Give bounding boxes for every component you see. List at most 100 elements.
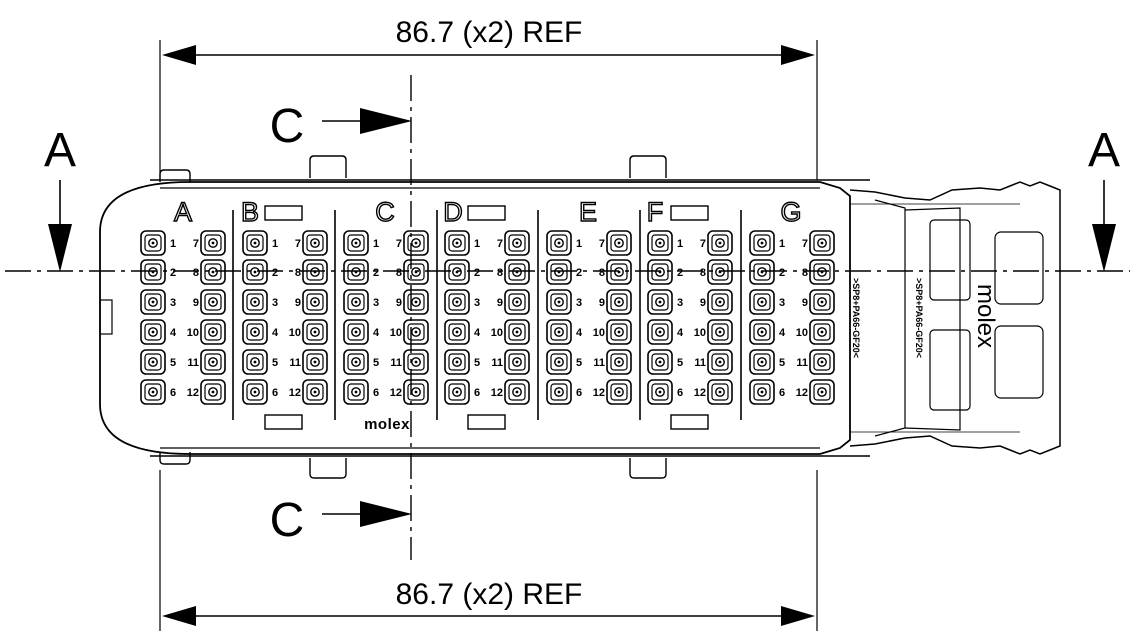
- bank-label-b: B: [241, 197, 259, 227]
- contact-cavity: [302, 259, 328, 285]
- contact-cavity: [606, 289, 632, 315]
- logo-latch: molex: [972, 284, 999, 348]
- bank-dividers: [232, 210, 742, 420]
- contact-cavity: [444, 379, 470, 405]
- contact-cavity: [200, 230, 226, 256]
- contact-cavity: [647, 349, 673, 375]
- cavity-number: 9: [599, 297, 605, 309]
- contact-cavity: [809, 289, 835, 315]
- contact-cavity: [200, 349, 226, 375]
- contact-cavity: [504, 289, 530, 315]
- section-marker-c-bottom: C: [270, 494, 412, 547]
- cavity-number: 5: [170, 357, 176, 369]
- contact-cavity: [343, 319, 369, 345]
- section-arrow-a-right: [1092, 224, 1116, 272]
- cavity-number: 1: [677, 238, 683, 250]
- contact-cavity: [444, 259, 470, 285]
- cavity-number: 8: [295, 267, 301, 279]
- contact-cavity: [707, 230, 733, 256]
- logo-face: molex: [364, 416, 410, 433]
- contact-cavity: [546, 230, 572, 256]
- contact-cavity: [242, 289, 268, 315]
- bank-label-e: E: [579, 197, 597, 227]
- contact-cavity: [749, 379, 775, 405]
- cavity-number: 3: [373, 297, 379, 309]
- cavity-number: 4: [373, 327, 380, 339]
- contact-cavity: [809, 319, 835, 345]
- contact-cavity: [343, 289, 369, 315]
- cavity-number: 2: [779, 267, 785, 279]
- cavity-number: 3: [170, 297, 176, 309]
- dimension-arrow-right: [781, 45, 815, 65]
- contact-cavity: [707, 259, 733, 285]
- bank-label-g: G: [780, 197, 801, 227]
- cavity-number: 7: [700, 238, 706, 250]
- cavity-number: 11: [491, 357, 503, 369]
- cavity-number: 3: [677, 297, 683, 309]
- contact-cavity: [546, 289, 572, 315]
- cavity-number: 1: [576, 238, 582, 250]
- contact-cavity: [606, 349, 632, 375]
- material-marking-2: >SP8+PA66-GF20<: [914, 278, 924, 358]
- contact-cavity: [403, 319, 429, 345]
- contact-cavity: [200, 379, 226, 405]
- contact-cavity: [504, 230, 530, 256]
- contact-cavity: [504, 259, 530, 285]
- cavity-number: 1: [779, 238, 785, 250]
- cavity-number: 5: [474, 357, 480, 369]
- contact-cavity: [444, 319, 470, 345]
- contact-cavity: [707, 379, 733, 405]
- contact-cavity: [707, 349, 733, 375]
- cavity-number: 10: [289, 327, 301, 339]
- contact-cavity: [242, 259, 268, 285]
- cavity-number: 12: [593, 387, 605, 399]
- contact-cavity: [343, 349, 369, 375]
- cavity-number: 10: [187, 327, 199, 339]
- contact-cavity: [546, 349, 572, 375]
- contact-cavity: [504, 379, 530, 405]
- release-lever: [849, 181, 1061, 455]
- cavity-number: 7: [396, 238, 402, 250]
- contact-cavity: [504, 319, 530, 345]
- bottom-dimension: 86.7 (x2) REF: [159, 470, 818, 631]
- cavity-number: 2: [272, 267, 278, 279]
- cavity-number: 11: [593, 357, 605, 369]
- contact-cavity: [403, 379, 429, 405]
- contact-cavity: [606, 319, 632, 345]
- contact-cavity: [647, 319, 673, 345]
- cavity-number: 6: [779, 387, 785, 399]
- contact-cavity: [546, 319, 572, 345]
- contact-cavity: [200, 319, 226, 345]
- cavity-number: 6: [170, 387, 176, 399]
- cavity-number: 11: [796, 357, 808, 369]
- cavity-number: 7: [295, 238, 301, 250]
- cavity-number: 2: [677, 267, 683, 279]
- contact-cavity: [343, 379, 369, 405]
- cavity-number: 9: [193, 297, 199, 309]
- cavity-number: 11: [289, 357, 301, 369]
- bank-label-d: D: [443, 197, 463, 227]
- contact-cavity: [403, 289, 429, 315]
- cavity-number: 3: [272, 297, 278, 309]
- cavity-number: 11: [187, 357, 199, 369]
- cavity-number: 5: [373, 357, 379, 369]
- cavity-number: 9: [295, 297, 301, 309]
- cavity-number: 7: [599, 238, 605, 250]
- contact-cavity: [809, 349, 835, 375]
- cavity-number: 1: [170, 238, 176, 250]
- cavity-number: 3: [474, 297, 480, 309]
- top-dimension-text: 86.7 (x2) REF: [396, 16, 583, 49]
- cavity-number: 4: [677, 327, 684, 339]
- cavity-number: 2: [576, 267, 582, 279]
- cavity-number: 6: [373, 387, 379, 399]
- contact-cavity: [546, 259, 572, 285]
- bank-labels: A B C D E F G: [173, 196, 802, 227]
- dimension-arrow-right: [781, 606, 815, 626]
- contact-cavity: [140, 349, 166, 375]
- cavity-number: 11: [694, 357, 706, 369]
- bank-label-a: A: [174, 197, 192, 227]
- contact-cavity: [403, 259, 429, 285]
- contact-cavity: [809, 379, 835, 405]
- section-arrow-a-left: [48, 224, 72, 272]
